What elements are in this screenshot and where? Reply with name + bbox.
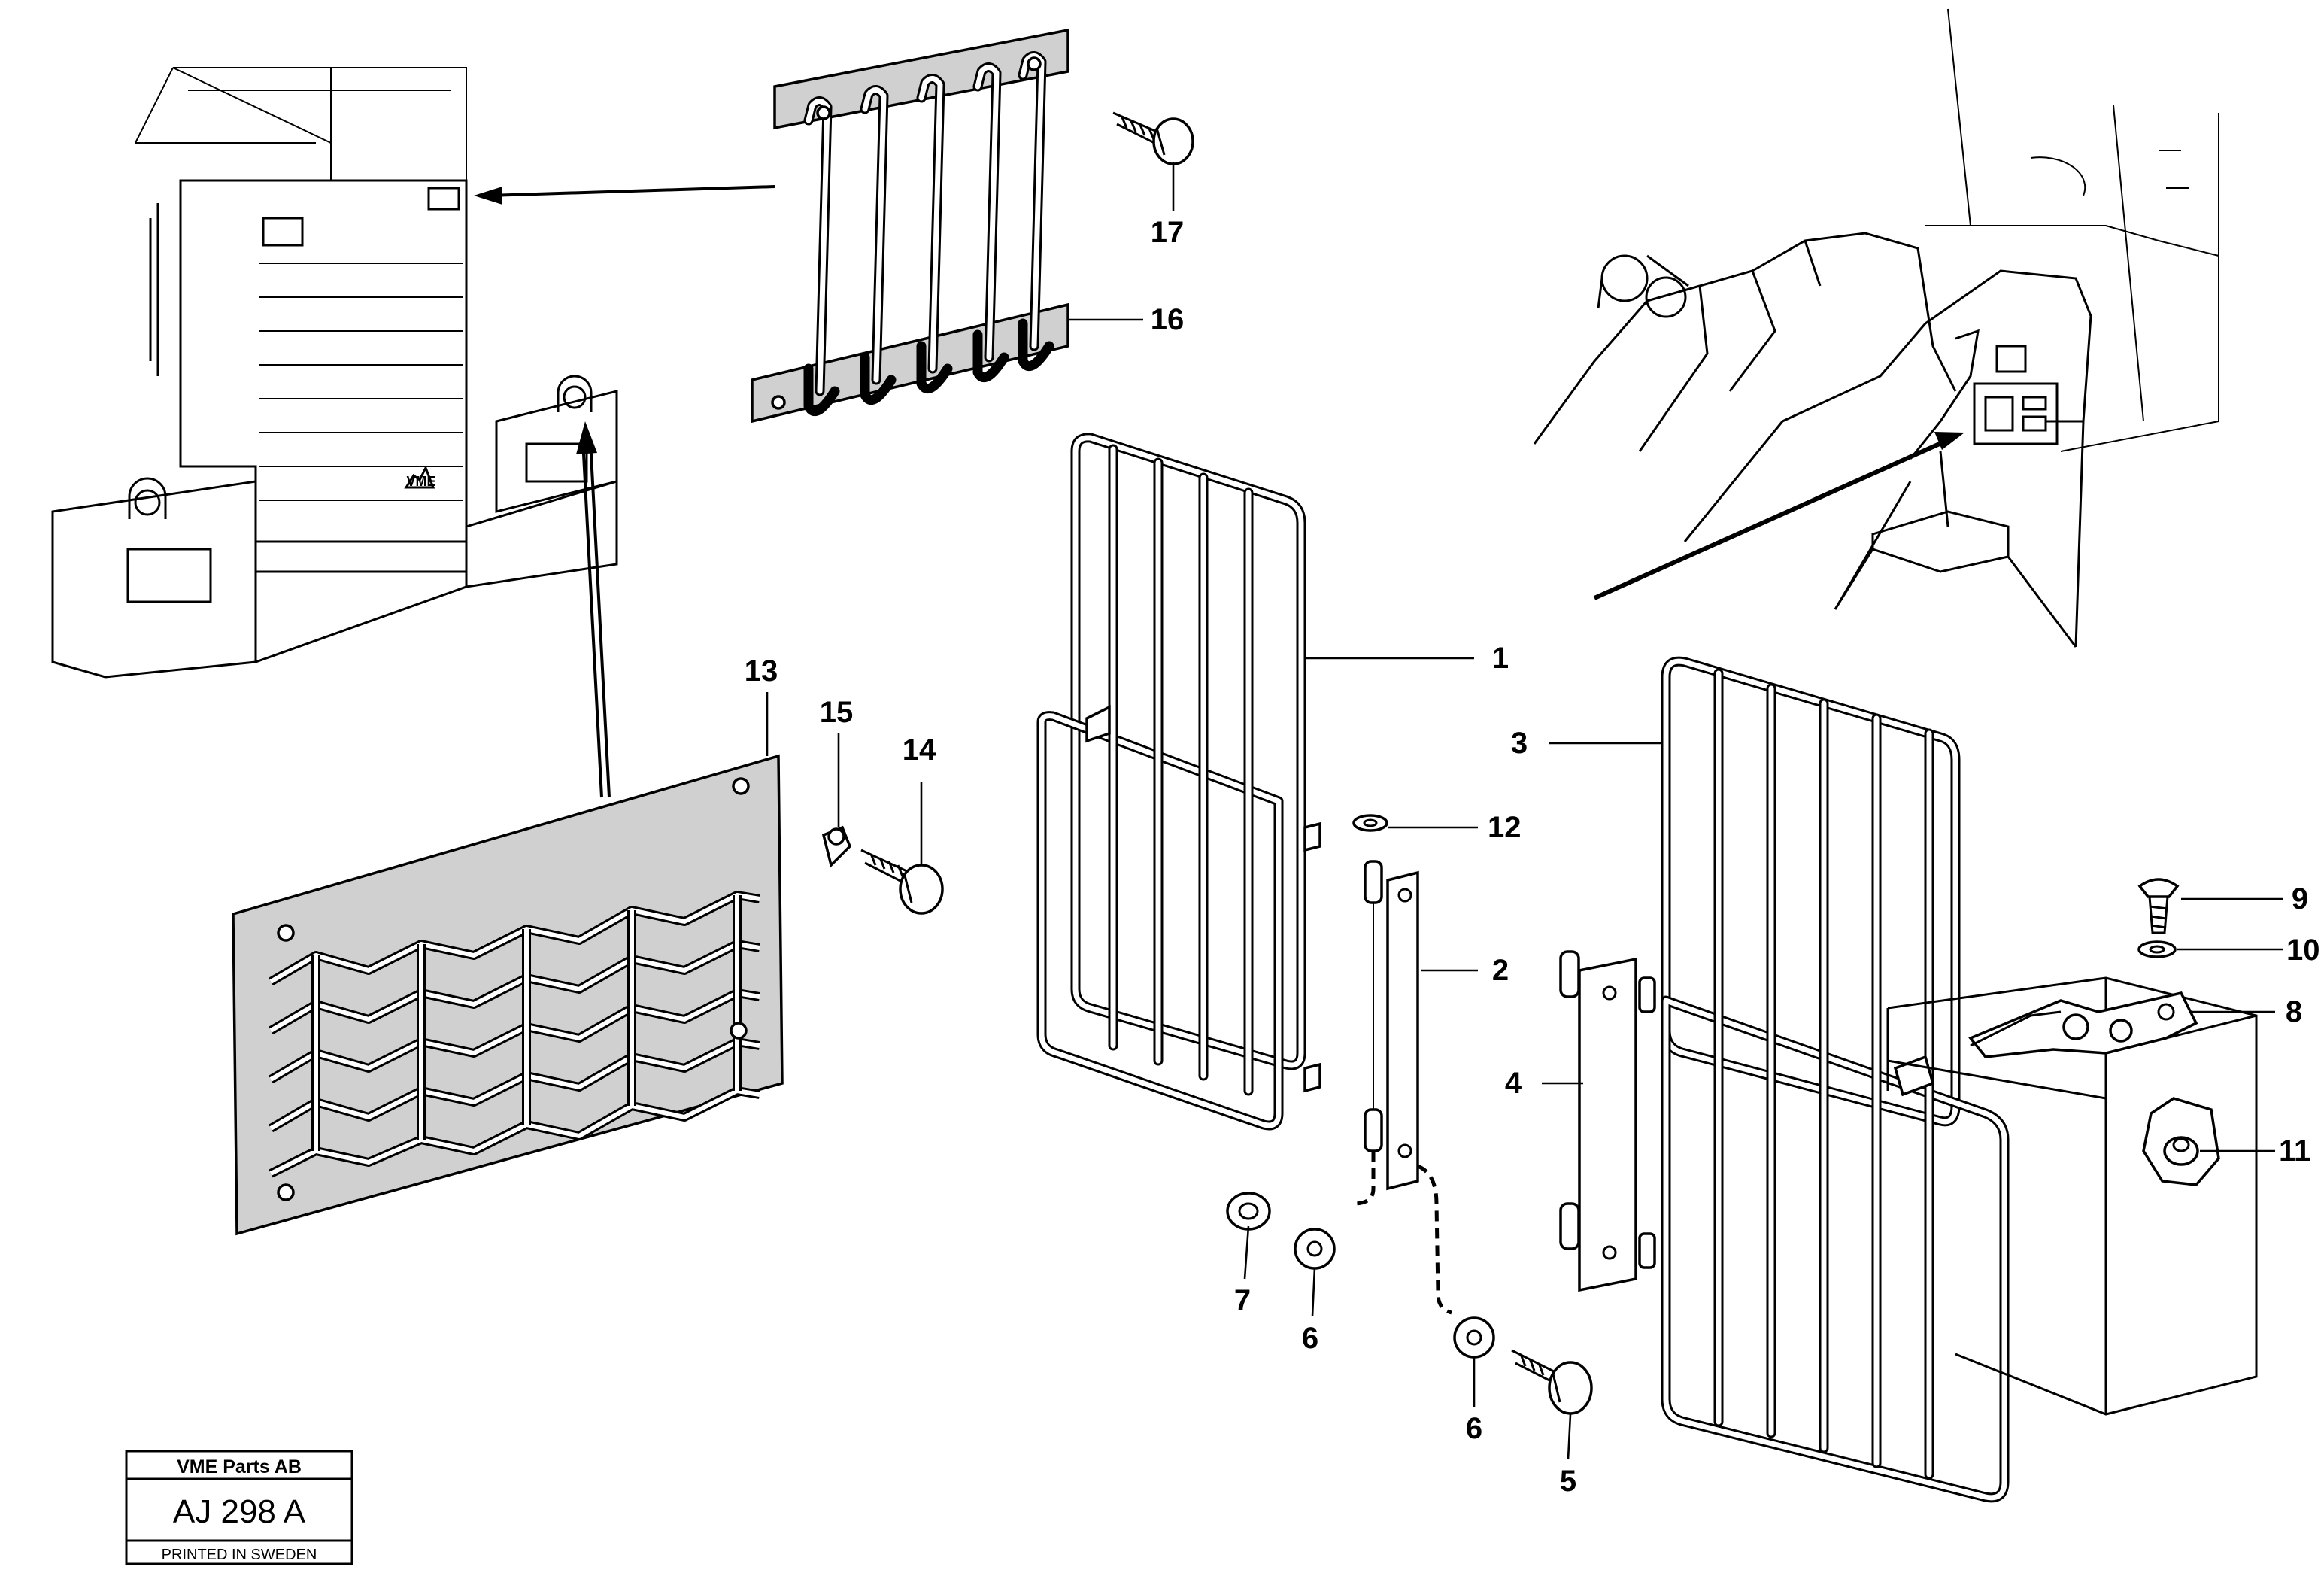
part-4-hinge-plate [1559,950,1656,1292]
part-16-wire-guard-top [751,28,1069,424]
part-11-nut [2142,1097,2220,1186]
part-15-clip [821,825,852,868]
door-1-bars [1108,444,1254,1096]
vme-logo: VME [404,465,436,489]
drawing-number: AJ 298 A [173,1493,306,1530]
callout-12: 12 [1488,811,1522,844]
company-name: VME Parts AB [177,1456,302,1477]
callout-13: 13 [745,654,778,688]
callout-4: 4 [1505,1067,1522,1100]
title-block: VME Parts AB AJ 298 A PRINTED IN SWEDEN [125,1450,353,1565]
mesh-13-pattern [268,891,760,1178]
part-2-hinge-plate [1353,860,1452,1315]
part-17-bolt [1112,111,1194,165]
machine-side-view [1533,8,2219,648]
callout-9: 9 [2292,882,2308,916]
radiator-louvres [259,263,463,501]
arrow-step-location [1593,432,1964,600]
callout-6b: 6 [1466,1412,1482,1445]
part-3-door-grille [1661,656,2010,1503]
callout-numbers: 1 2 3 4 5 6 6 7 8 9 10 11 12 13 14 15 16… [745,216,2320,1498]
part-12-washer [1352,814,1388,832]
part-6-washer-a [1294,1228,1336,1270]
callout-14: 14 [903,733,936,767]
callout-3: 3 [1511,727,1528,760]
callout-5: 5 [1560,1465,1576,1498]
part-14-bolt [860,849,944,915]
part-5-bolt [1511,1349,1593,1415]
part-6-washer-b [1453,1316,1495,1359]
callout-16: 16 [1151,303,1185,336]
arrow-grille-16-location [474,185,775,205]
callout-15: 15 [820,696,854,729]
part-13-mesh-grille [232,754,784,1236]
callout-8: 8 [2286,995,2302,1028]
machine-rear-view: VME [51,67,775,798]
leader-lines [766,162,2283,1460]
callout-10: 10 [2286,934,2320,967]
callout-1: 1 [1492,642,1509,675]
part-1-door-grille [1036,433,1321,1131]
callout-2: 2 [1492,954,1509,987]
callout-17: 17 [1151,216,1185,249]
callout-11: 11 [2279,1134,2310,1168]
vme-logo-text: VME [406,474,435,489]
callout-6a: 6 [1302,1322,1318,1355]
part-8-latch [1968,991,2198,1058]
part-9-screw [2137,878,2180,934]
callout-7: 7 [1234,1284,1251,1317]
part-10-washer [2137,940,2177,958]
part-7-nut [1226,1192,1271,1231]
printed-in: PRINTED IN SWEDEN [162,1547,317,1563]
arrow-grille-13-location [576,421,611,798]
door-3-bars [1713,668,1934,1480]
